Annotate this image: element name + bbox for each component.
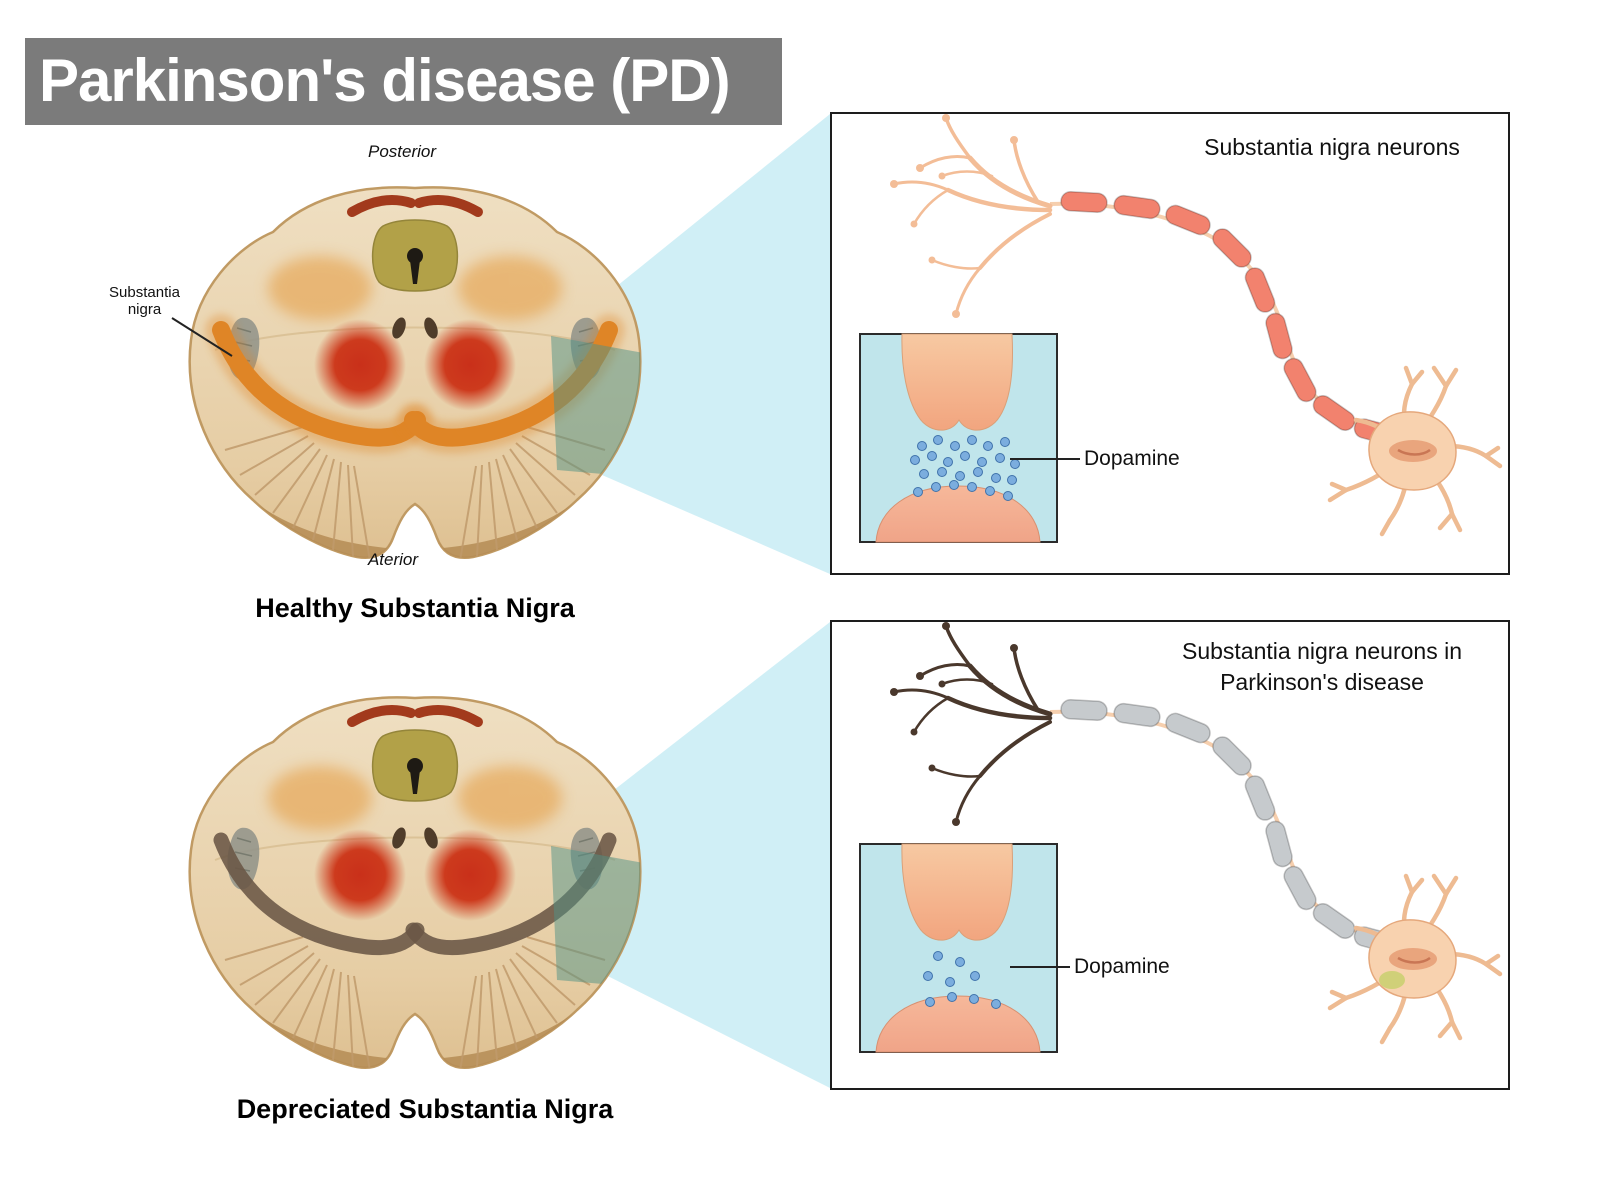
- dopamine-label-healthy: Dopamine: [1084, 447, 1180, 470]
- diseased-brain-caption: Depreciated Substantia Nigra: [236, 1094, 614, 1124]
- healthy-brain-illustration: [175, 187, 655, 620]
- dopamine-vesicles-reduced: [923, 951, 1001, 1009]
- healthy-neuron-panel: Substantia nigra neurons Dopamine: [830, 112, 1510, 575]
- healthy-neuron-illustration: [859, 114, 1508, 543]
- zoom-beam-bottom: [560, 622, 830, 1088]
- page-title: Parkinson's disease (PD): [39, 47, 731, 114]
- posterior-label: Posterior: [367, 142, 437, 161]
- lewy-body-spot: [1379, 971, 1405, 989]
- pd-panel-title-line1: Substantia nigra neurons in: [1181, 638, 1463, 664]
- diseased-brain-illustration: [175, 697, 655, 1130]
- pd-dendrites: [890, 622, 1050, 826]
- title-banner: Parkinson's disease (PD): [25, 38, 782, 125]
- substantia-nigra-label: Substantia nigra: [109, 284, 180, 319]
- healthy-soma: [1330, 368, 1500, 534]
- pd-panel-title: Substantia nigra neurons in Parkinson's …: [1082, 636, 1562, 698]
- healthy-synapse-inset: [859, 333, 1058, 543]
- dopamine-label-pd: Dopamine: [1074, 955, 1170, 978]
- pd-neuron-illustration: [859, 622, 1508, 1053]
- pd-myelin-sheath: [1059, 698, 1403, 956]
- pd-synapse-inset: [859, 843, 1058, 1053]
- pd-soma: [1330, 876, 1500, 1042]
- zoom-beam-top: [560, 114, 830, 574]
- healthy-myelin-sheath: [1059, 190, 1403, 448]
- healthy-brain-caption: Healthy Substantia Nigra: [255, 593, 575, 623]
- healthy-dendrites: [890, 114, 1050, 318]
- pd-panel-title-line2: Parkinson's disease: [1220, 669, 1424, 696]
- substantia-nigra-pointer-line: [171, 317, 233, 357]
- pd-neuron-panel: Substantia nigra neurons in Parkinson's …: [830, 620, 1510, 1090]
- healthy-panel-title: Substantia nigra neurons: [1204, 134, 1460, 160]
- anterior-label: Aterior: [367, 550, 419, 569]
- dopamine-vesicles: [910, 435, 1020, 501]
